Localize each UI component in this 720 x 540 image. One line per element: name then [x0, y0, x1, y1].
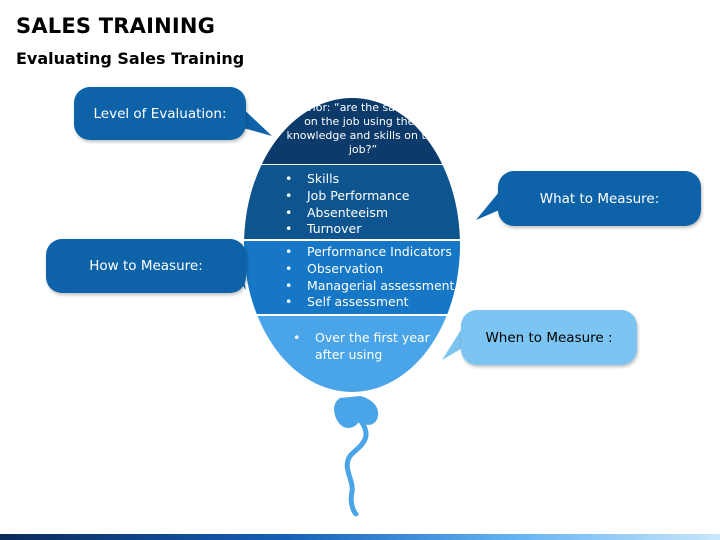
slide-title: SALES TRAINING — [16, 14, 216, 38]
what-item: Skills — [283, 171, 409, 188]
balloon-string — [344, 417, 369, 517]
when-item: Over the first year after using — [291, 330, 431, 364]
how-list: Performance Indicators Observation Manag… — [283, 244, 454, 311]
what-callout-label: What to Measure: — [539, 190, 660, 207]
what-item: Job Performance — [283, 188, 409, 205]
balloon-knot — [334, 396, 379, 428]
footer-color-band — [0, 534, 720, 540]
how-to-measure-callout: How to Measure: — [46, 239, 246, 293]
what-callout-tail — [476, 186, 504, 220]
when-to-measure-callout: When to Measure : — [461, 310, 637, 365]
what-item: Turnover — [283, 221, 409, 238]
behavior-text: Behavior: “are the salespeople on the jo… — [278, 101, 448, 156]
how-callout-label: How to Measure: — [89, 258, 203, 274]
how-item: Self assessment — [283, 294, 454, 311]
slide-subtitle: Evaluating Sales Training — [16, 49, 245, 68]
how-item: Observation — [283, 261, 454, 278]
what-item: Absenteeism — [283, 205, 409, 222]
level-of-evaluation-callout: Level of Evaluation: — [74, 87, 246, 140]
when-list: Over the first year after using — [291, 330, 431, 364]
how-item: Performance Indicators — [283, 244, 454, 261]
how-item: Managerial assessment — [283, 278, 454, 295]
when-callout-label: When to Measure : — [485, 329, 613, 346]
level-callout-label: Level of Evaluation: — [93, 105, 227, 122]
what-list: Skills Job Performance Absenteeism Turno… — [283, 171, 409, 238]
when-callout-tail — [442, 322, 466, 360]
what-to-measure-callout: What to Measure: — [498, 171, 701, 226]
